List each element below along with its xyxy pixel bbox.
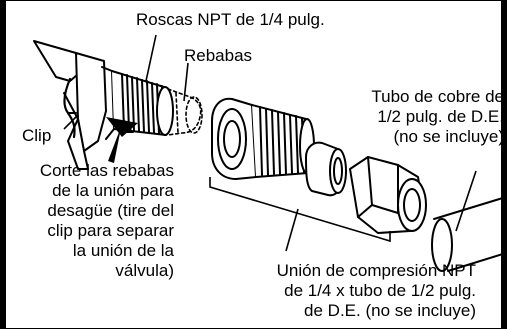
- threaded-nozzle: [111, 70, 174, 136]
- copper-tube-line-2: 1/2 pulg. de D.E.: [377, 107, 504, 126]
- compression-union-line-1: Unión de compresión NPT: [276, 261, 476, 280]
- leader-union: [285, 208, 299, 252]
- leader-tube: [455, 170, 477, 232]
- cut-burrs-line-6: válvula): [115, 261, 174, 280]
- clip: [63, 77, 77, 139]
- label-clip: Clip: [22, 126, 52, 145]
- burrs: [167, 88, 203, 136]
- fitting-illustration: [33, 34, 507, 272]
- cut-burrs-line-3: desagüe (tire del: [47, 201, 174, 220]
- label-threads: Roscas NPT de 1/4 pulg.: [136, 10, 325, 29]
- label-copper-tube: Tubo de cobre de 1/2 pulg. de D.E. (no s…: [336, 87, 504, 147]
- compression-union: [211, 97, 315, 180]
- leader-clip: [63, 114, 79, 130]
- bracket-union: [209, 177, 391, 243]
- label-burrs: Rebabas: [184, 46, 253, 65]
- cut-burrs-line-5: la unión de la: [72, 241, 174, 260]
- compression-union-line-2: de 1/4 x tubo de 1/2 pulg.: [284, 281, 476, 300]
- label-compression-union: Unión de compresión NPT de 1/4 x tubo de…: [202, 261, 476, 321]
- copper-tube-line-3: (no se incluye): [393, 127, 504, 146]
- compression-nut: [349, 156, 427, 234]
- arrow-cut-burrs: [106, 117, 138, 163]
- leader-burrs: [183, 62, 189, 102]
- label-cut-burrs: Corte las rebabas de la unión para desag…: [12, 161, 174, 281]
- compression-union-line-3: de D.E. (no se incluye): [304, 301, 476, 320]
- leader-threads: [145, 34, 157, 82]
- cut-burrs-line-1: Corte las rebabas: [39, 161, 174, 180]
- cut-burrs-line-4: clip para separar: [47, 221, 174, 240]
- copper-tube: [431, 196, 507, 272]
- valve-body: [33, 40, 115, 170]
- cut-burrs-line-2: de la unión para: [52, 181, 174, 200]
- copper-tube-line-1: Tubo de cobre de: [371, 87, 504, 106]
- ferrule: [305, 141, 347, 197]
